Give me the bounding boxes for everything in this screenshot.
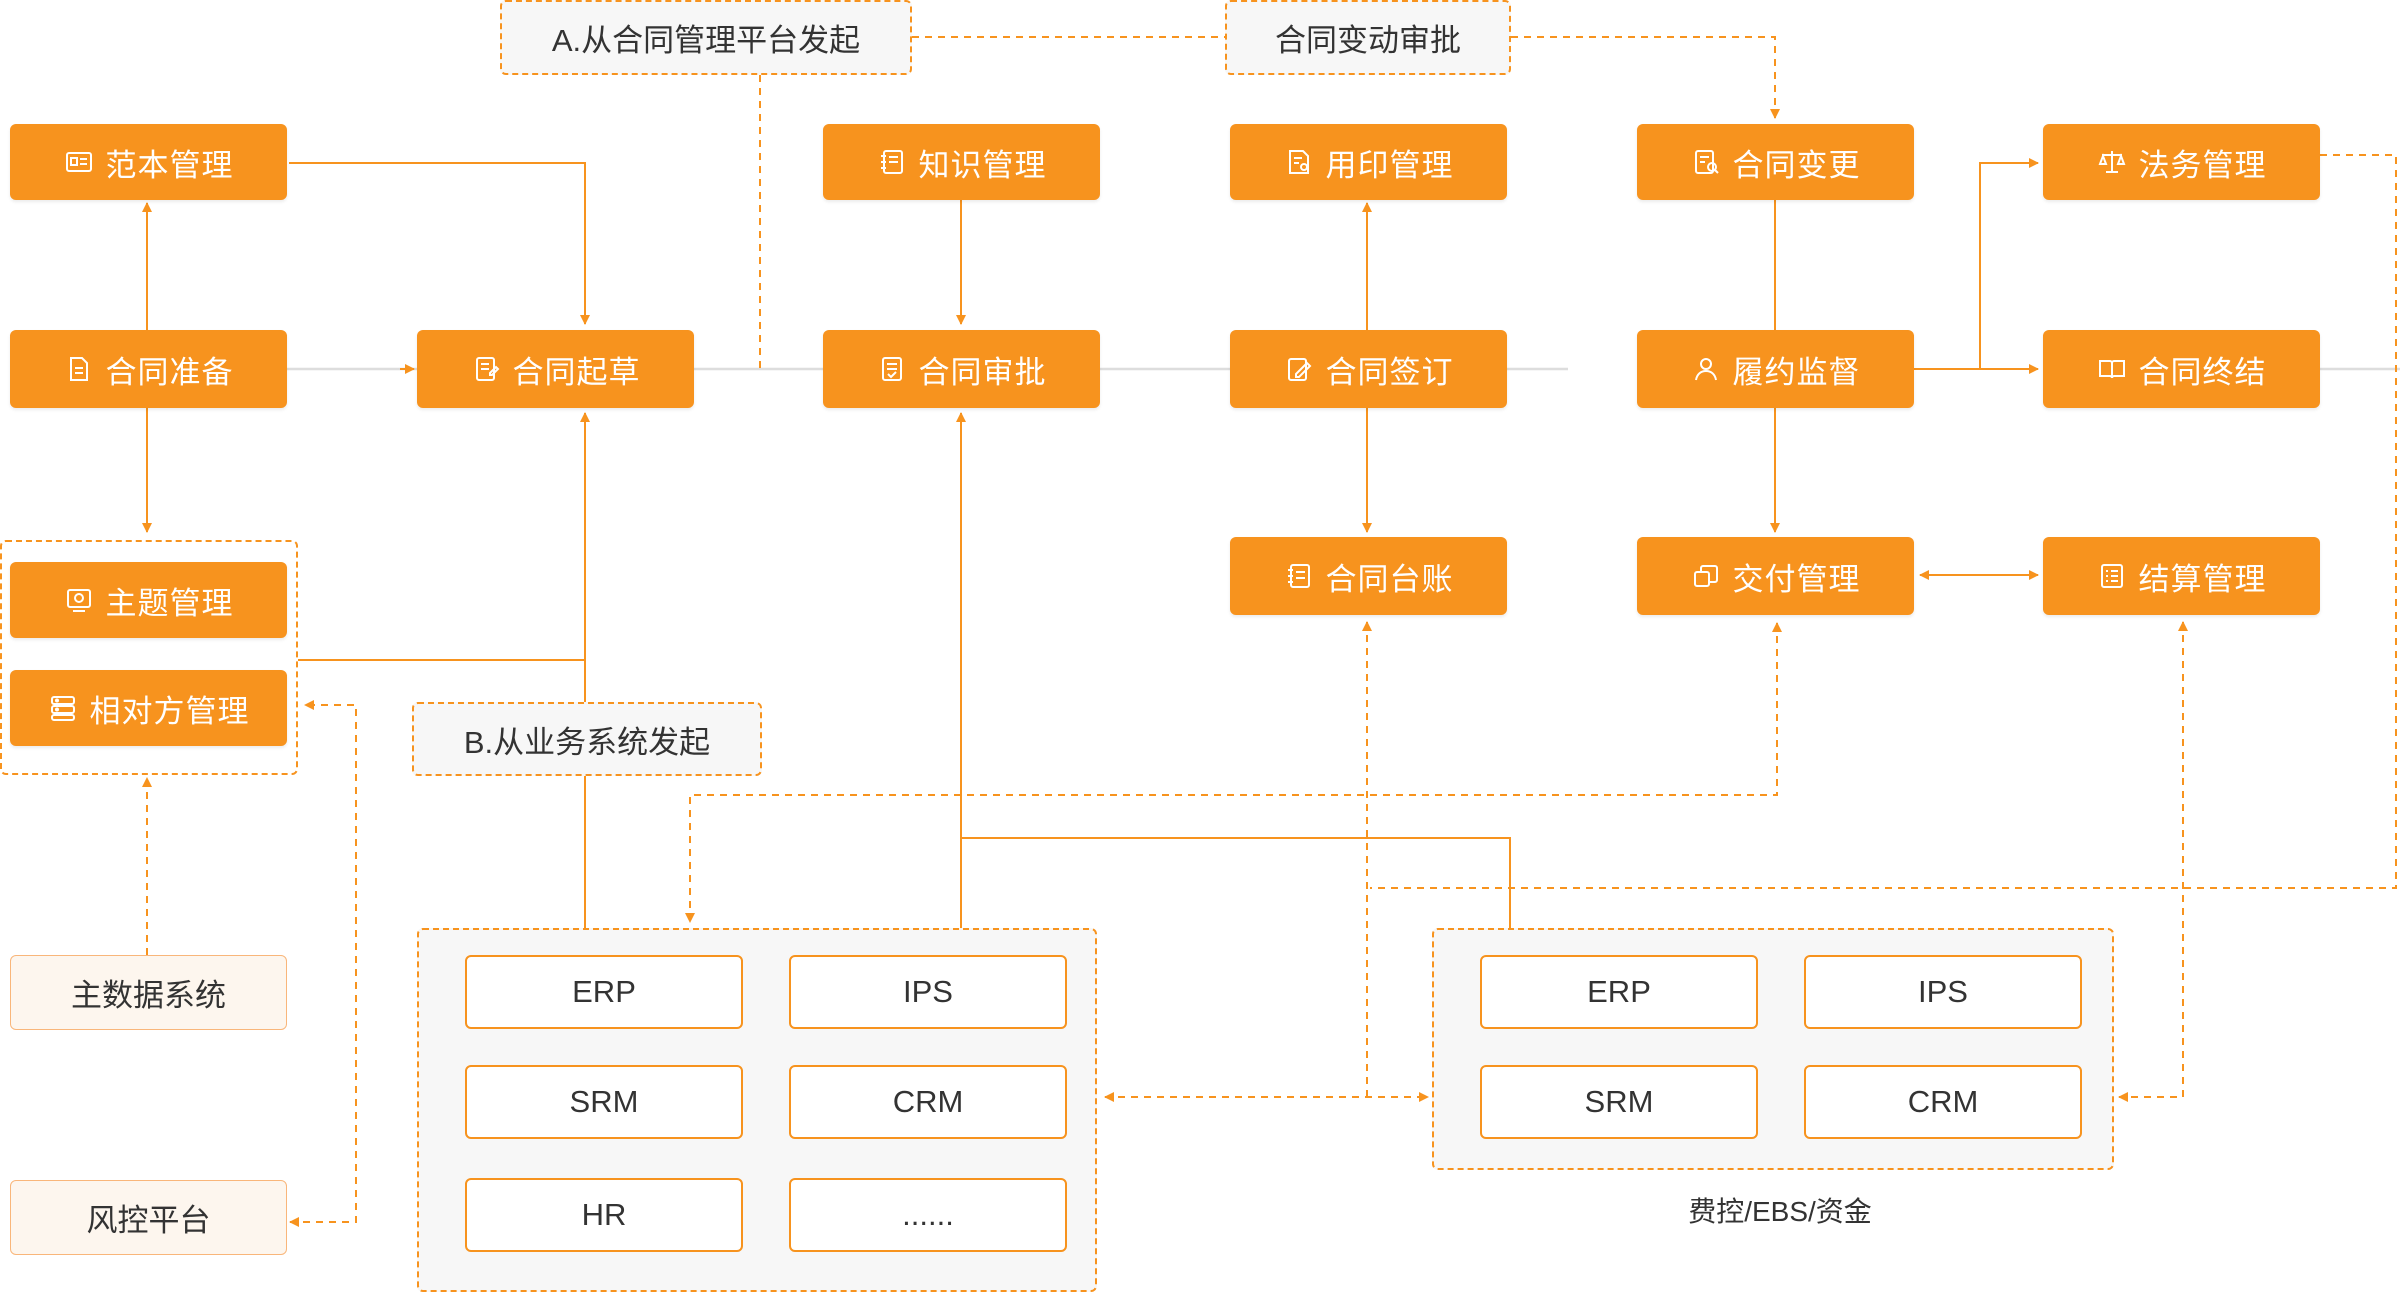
finance-system-crm[interactable]: CRM bbox=[1804, 1065, 2082, 1139]
template-mgmt-node[interactable]: 范本管理 bbox=[10, 124, 287, 200]
master-data-box[interactable]: 主数据系统 bbox=[10, 955, 287, 1030]
business-system-hr[interactable]: HR bbox=[465, 1178, 743, 1252]
business-system-srm[interactable]: SRM bbox=[465, 1065, 743, 1139]
preparation-group bbox=[0, 540, 298, 775]
ledger-icon bbox=[1284, 561, 1314, 591]
topic-mgmt-node[interactable]: 主题管理 bbox=[10, 562, 287, 638]
book-icon bbox=[2097, 354, 2127, 384]
business-system-ips[interactable]: IPS bbox=[789, 955, 1067, 1029]
change-approval-label: 合同变动审批 bbox=[1225, 0, 1511, 75]
sign-pen-icon bbox=[1284, 354, 1314, 384]
list-document-icon bbox=[2097, 561, 2127, 591]
launch-a-label: A.从合同管理平台发起 bbox=[500, 0, 912, 75]
finance-system-erp[interactable]: ERP bbox=[1480, 955, 1758, 1029]
contract-change-node[interactable]: 合同变更 bbox=[1637, 124, 1914, 200]
performance-supervision-node[interactable]: 履约监督 bbox=[1637, 330, 1914, 408]
launch-b-label: B.从业务系统发起 bbox=[412, 702, 762, 776]
business-system-more[interactable]: ...... bbox=[789, 1178, 1067, 1252]
contract-approval-node[interactable]: 合同审批 bbox=[823, 330, 1100, 408]
person-icon bbox=[1691, 354, 1721, 384]
draft-document-icon bbox=[471, 354, 501, 384]
server-stack-icon bbox=[48, 693, 78, 723]
knowledge-mgmt-node[interactable]: 知识管理 bbox=[823, 124, 1100, 200]
legal-mgmt-node[interactable]: 法务管理 bbox=[2043, 124, 2320, 200]
copy-boxes-icon bbox=[1691, 561, 1721, 591]
id-card-icon bbox=[64, 147, 94, 177]
business-system-crm[interactable]: CRM bbox=[789, 1065, 1067, 1139]
risk-control-box[interactable]: 风控平台 bbox=[10, 1180, 287, 1255]
contract-prep-node[interactable]: 合同准备 bbox=[10, 330, 287, 408]
settlement-mgmt-node[interactable]: 结算管理 bbox=[2043, 537, 2320, 615]
finance-systems-caption: 费控/EBS/资金 bbox=[1688, 1196, 1872, 1227]
delivery-mgmt-node[interactable]: 交付管理 bbox=[1637, 537, 1914, 615]
notebook-icon bbox=[877, 147, 907, 177]
contract-signing-node[interactable]: 合同签订 bbox=[1230, 330, 1507, 408]
finance-system-ips[interactable]: IPS bbox=[1804, 955, 2082, 1029]
seal-document-icon bbox=[1284, 147, 1314, 177]
picture-frame-icon bbox=[64, 585, 94, 615]
contract-draft-node[interactable]: 合同起草 bbox=[417, 330, 694, 408]
seal-mgmt-node[interactable]: 用印管理 bbox=[1230, 124, 1507, 200]
contract-ledger-node[interactable]: 合同台账 bbox=[1230, 537, 1507, 615]
finance-system-srm[interactable]: SRM bbox=[1480, 1065, 1758, 1139]
scales-icon bbox=[2097, 147, 2127, 177]
business-system-erp[interactable]: ERP bbox=[465, 955, 743, 1029]
document-icon bbox=[64, 354, 94, 384]
approval-document-icon bbox=[877, 354, 907, 384]
change-document-icon bbox=[1691, 147, 1721, 177]
counterparty-mgmt-node[interactable]: 相对方管理 bbox=[10, 670, 287, 746]
contract-termination-node[interactable]: 合同终结 bbox=[2043, 330, 2320, 408]
